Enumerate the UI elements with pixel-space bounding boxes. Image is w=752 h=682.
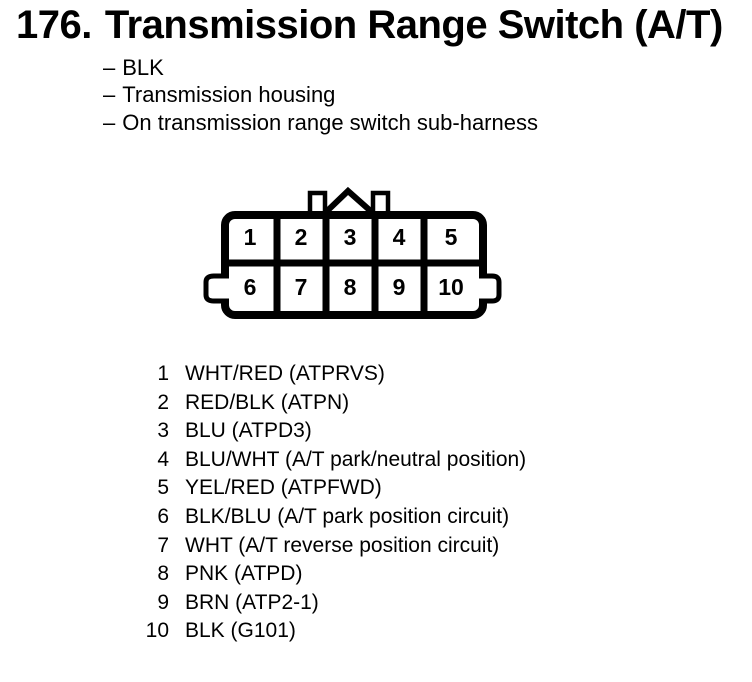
dash-bullet: – bbox=[103, 109, 116, 135]
pin-number: 1 bbox=[157, 362, 169, 385]
dash-bullet: – bbox=[103, 55, 116, 80]
pin-number: 2 bbox=[157, 390, 169, 414]
detail-item: –On transmission range switch sub-harnes… bbox=[103, 109, 538, 136]
pin-number: 7 bbox=[157, 533, 169, 557]
pin-list: 1 WHT/RED (ATPRVS) 2 RED/BLK (ATPN) 3 BL… bbox=[143, 360, 527, 646]
connector-diagram: 1 2 3 4 5 6 7 8 9 10 bbox=[203, 186, 502, 319]
pin-row: 7 WHT (A/T reverse position circuit) bbox=[143, 532, 526, 561]
connector-cell: 4 bbox=[393, 224, 406, 250]
title-text: Transmission Range Switch (A/T) bbox=[104, 3, 723, 47]
pin-row: 6 BLK/BLU (A/T park position circuit) bbox=[143, 503, 526, 532]
pin-label: BLU/WHT (A/T park/neutral position) bbox=[185, 447, 527, 471]
connector-cell: 1 bbox=[244, 224, 257, 250]
pin-number: 3 bbox=[157, 419, 169, 443]
detail-item: –BLK bbox=[103, 54, 538, 81]
pin-number: 10 bbox=[145, 619, 169, 643]
pin-number: 5 bbox=[157, 476, 169, 500]
connector-cell: 7 bbox=[295, 274, 308, 300]
pin-label: BRN (ATP2-1) bbox=[185, 590, 319, 614]
connector-cell: 8 bbox=[344, 274, 357, 300]
side-tab-left-icon bbox=[203, 273, 229, 304]
side-tab-right-icon bbox=[479, 273, 502, 304]
connector-cell: 9 bbox=[393, 274, 406, 300]
pin-label: RED/BLK (ATPN) bbox=[185, 390, 350, 414]
pin-row: 5 YEL/RED (ATPFWD) bbox=[143, 474, 526, 503]
pin-number: 9 bbox=[157, 590, 169, 614]
connector-cell: 10 bbox=[438, 274, 464, 300]
pin-number: 6 bbox=[157, 504, 169, 528]
pin-label: WHT (A/T reverse position circuit) bbox=[185, 533, 500, 557]
connector-cell: 5 bbox=[445, 224, 458, 250]
connector-cell: 2 bbox=[295, 224, 308, 250]
pin-label: YEL/RED (ATPFWD) bbox=[185, 476, 382, 500]
pin-row: 2 RED/BLK (ATPN) bbox=[143, 389, 526, 418]
pin-row: 9 BRN (ATP2-1) bbox=[143, 589, 526, 618]
pin-label: WHT/RED (ATPRVS) bbox=[185, 362, 385, 385]
pin-row: 3 BLU (ATPD3) bbox=[143, 417, 526, 446]
pin-label: BLU (ATPD3) bbox=[185, 419, 312, 443]
dash-bullet: – bbox=[103, 82, 116, 108]
pin-label: BLK (G101) bbox=[185, 619, 296, 643]
pin-row: 4 BLU/WHT (A/T park/neutral position) bbox=[143, 446, 526, 475]
connector-details: –BLK –Transmission housing –On transmiss… bbox=[103, 54, 538, 136]
connector-cell: 3 bbox=[344, 224, 357, 250]
pin-number: 4 bbox=[157, 447, 169, 471]
item-number: 176. bbox=[16, 3, 92, 47]
page-title: 176. Transmission Range Switch (A/T) bbox=[16, 3, 723, 48]
detail-item: –Transmission housing bbox=[103, 81, 538, 108]
latch-chevron-icon bbox=[321, 186, 376, 217]
connector-cell: 6 bbox=[244, 274, 257, 300]
pin-row: 1 WHT/RED (ATPRVS) bbox=[143, 360, 526, 389]
detail-text: Transmission housing bbox=[122, 82, 336, 108]
pin-label: PNK (ATPD) bbox=[185, 562, 303, 586]
pin-row: 10 BLK (G101) bbox=[143, 617, 526, 646]
pin-number: 8 bbox=[157, 562, 169, 586]
detail-text: BLK bbox=[122, 55, 164, 80]
detail-text: On transmission range switch sub-harness bbox=[122, 109, 538, 135]
pin-row: 8 PNK (ATPD) bbox=[143, 560, 526, 589]
pin-label: BLK/BLU (A/T park position circuit) bbox=[185, 504, 510, 528]
